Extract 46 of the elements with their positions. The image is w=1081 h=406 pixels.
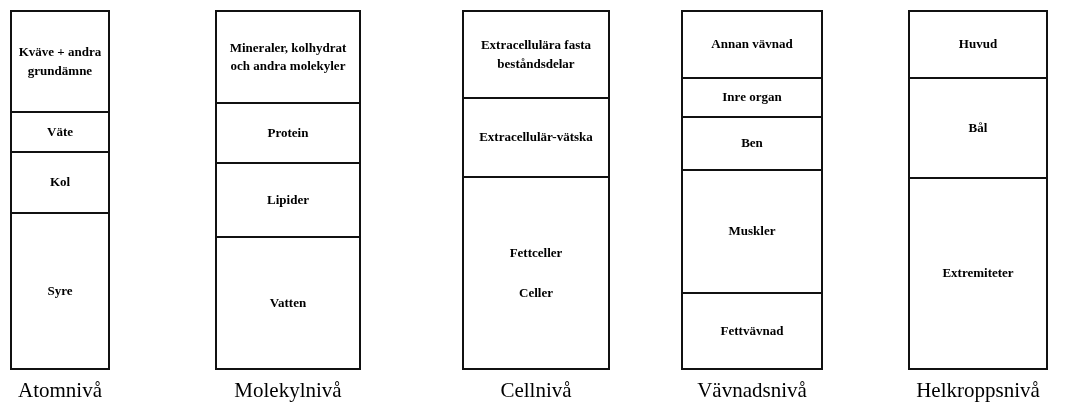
segment-label: Mineraler, kolhydrat och andra molekyler [228, 38, 348, 75]
composition-segment [462, 97, 610, 178]
level-label: Vävnadsnivå [697, 378, 807, 403]
composition-segment [462, 10, 610, 99]
segment-label: Extremiteter [941, 264, 1015, 283]
composition-segment [10, 10, 110, 113]
composition-segment [681, 10, 823, 79]
segment-label: Fettceller [508, 243, 564, 262]
composition-segment [215, 162, 361, 238]
segment-label: Bål [967, 118, 989, 137]
composition-segment [908, 77, 1048, 179]
composition-segment [681, 292, 823, 370]
level-label: Helkroppsnivå [916, 378, 1040, 403]
segment-label: Huvud [957, 35, 999, 54]
segment-label: Vatten [268, 293, 308, 312]
level-label: Cellnivå [500, 378, 572, 403]
segment-label: Syre [46, 281, 74, 300]
segment-label: Kol [48, 173, 72, 192]
level-column [215, 10, 361, 404]
composition-segment [681, 116, 823, 171]
composition-segment [215, 10, 361, 104]
level-label: Atomnivå [18, 378, 102, 403]
segment-label: Protein [266, 123, 310, 142]
segment-label: Ben [740, 134, 764, 153]
segment-label: Väte [46, 122, 74, 141]
segment-label: Extracellulära fasta beståndsdelar [479, 36, 593, 73]
composition-segment [462, 176, 610, 370]
level-label: Molekylnivå [234, 378, 342, 403]
segment-label: Extracellulär-vätska [478, 128, 594, 147]
composition-segment [10, 212, 110, 370]
segment-label: Inre organ [721, 88, 783, 107]
segment-label: Fettvävnad [719, 321, 785, 340]
composition-segment [681, 77, 823, 118]
segment-label: Annan vävnad [710, 35, 794, 54]
segment-label: Celler [518, 284, 554, 302]
segment-label: Lipider [266, 190, 310, 209]
composition-segment [908, 10, 1048, 79]
composition-segment [681, 169, 823, 294]
level-column [908, 10, 1048, 404]
segment-label: Muskler [727, 222, 777, 241]
composition-segment [10, 151, 110, 214]
composition-segment [908, 177, 1048, 370]
composition-segment [215, 236, 361, 370]
composition-segment [10, 111, 110, 153]
segment-label: Kväve + andra grundämne [17, 43, 103, 80]
composition-segment [215, 102, 361, 164]
